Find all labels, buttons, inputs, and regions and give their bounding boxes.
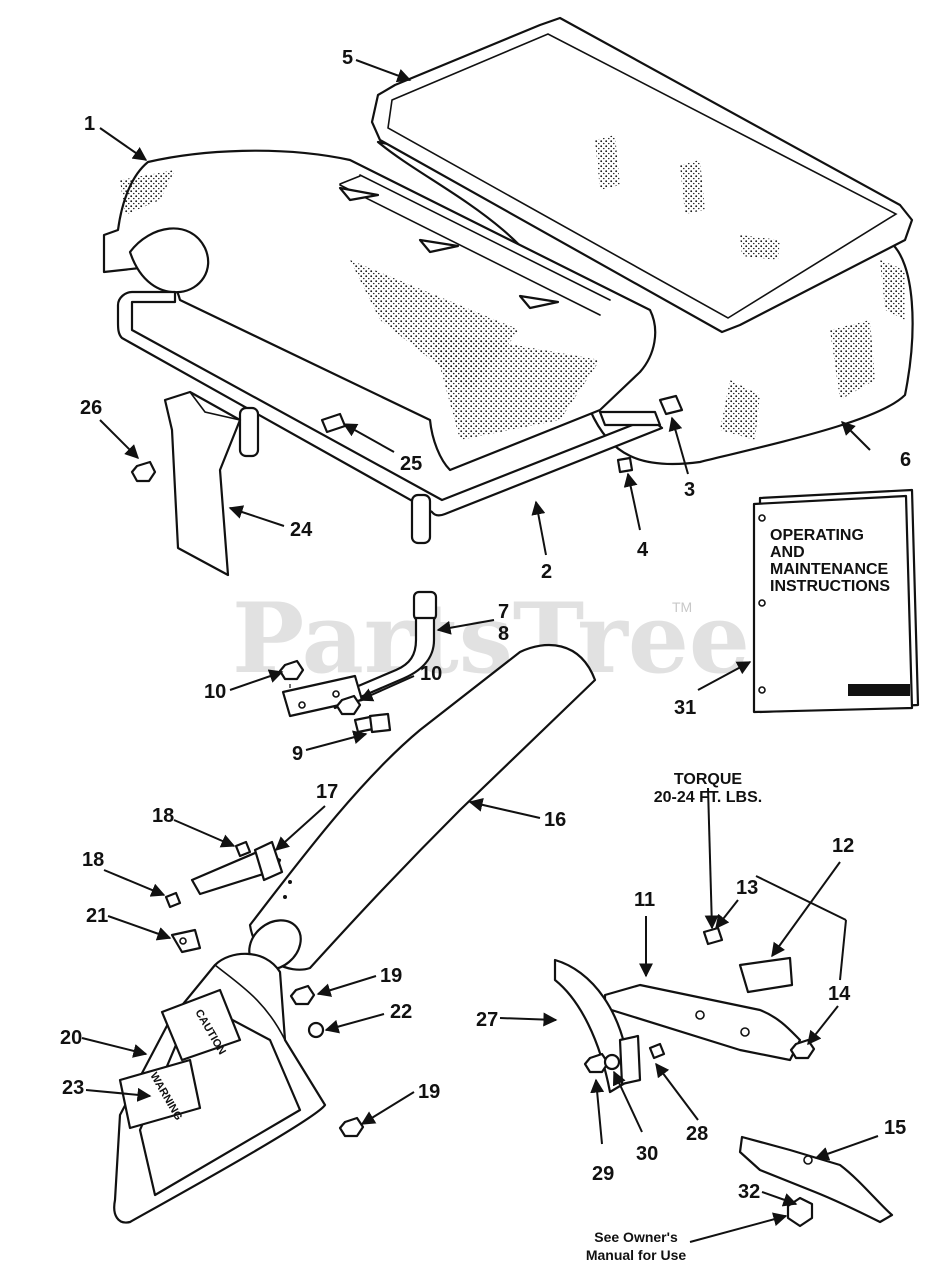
part-5-bag-frame — [370, 16, 914, 334]
callout-4: 4 — [637, 539, 649, 561]
callout-23: 23 — [62, 1077, 84, 1099]
callout-16: 16 — [544, 809, 566, 831]
callout-30: 30 — [636, 1143, 658, 1165]
part-11-blade-bracket — [603, 983, 802, 1062]
callout-12: 12 — [832, 835, 854, 857]
hardware-9-10 — [278, 659, 392, 734]
callout-22: 22 — [390, 1001, 412, 1023]
callout-13: 13 — [736, 877, 758, 899]
owners-note-line-2: Manual for Use — [586, 1247, 687, 1263]
callout-1: 1 — [84, 113, 95, 135]
part-21-clip — [170, 928, 202, 954]
callout-18b: 18 — [82, 849, 104, 871]
callout-14: 14 — [828, 983, 851, 1005]
manual-title-line-2: AND — [770, 544, 805, 561]
part-12-bracket — [738, 956, 794, 994]
callout-6: 6 — [900, 449, 911, 471]
callout-27: 27 — [476, 1009, 498, 1031]
callout-28: 28 — [686, 1123, 708, 1145]
callout-15: 15 — [884, 1117, 906, 1139]
callout-9: 9 — [292, 743, 303, 765]
part-31-manual: OPERATING AND MAINTENANCE INSTRUCTIONS — [752, 488, 920, 714]
hardware-19-22 — [289, 984, 365, 1138]
part-15-blade — [738, 1135, 894, 1224]
callout-31: 31 — [674, 697, 696, 719]
manual-title-line-3: MAINTENANCE — [770, 561, 889, 578]
part-18-screws — [164, 840, 252, 909]
torque-note-line-1: TORQUE — [674, 771, 742, 788]
callout-7: 7 — [498, 601, 509, 623]
part-17-bracket — [190, 840, 292, 899]
callout-8: 8 — [498, 623, 509, 645]
part-24-deflector — [163, 390, 242, 577]
part-2-frame — [116, 290, 664, 545]
leader-lines — [81, 59, 879, 1243]
callout-labels: 1 2 3 4 5 6 7 8 9 10 10 11 12 13 14 15 1… — [60, 47, 911, 1203]
callout-24: 24 — [290, 519, 313, 541]
callout-5: 5 — [342, 47, 353, 69]
part-1-housing — [102, 149, 657, 472]
hardware-13-14-28-29-30 — [583, 926, 816, 1074]
callout-10b: 10 — [420, 663, 442, 685]
manual-title-line-4: INSTRUCTIONS — [770, 578, 890, 595]
callout-11: 11 — [634, 889, 655, 911]
callout-10a: 10 — [204, 681, 226, 703]
callout-18a: 18 — [152, 805, 174, 827]
callout-21: 21 — [86, 905, 108, 927]
callout-29: 29 — [592, 1163, 614, 1185]
manual-logo-bar — [848, 684, 910, 696]
part-16-tube — [248, 643, 597, 971]
callout-17: 17 — [316, 781, 338, 803]
callout-2: 2 — [541, 561, 552, 583]
part-20-chute: CAUTION WARNING — [113, 952, 327, 1224]
callout-20: 20 — [60, 1027, 82, 1049]
callout-19a: 19 — [380, 965, 402, 987]
notes: TORQUE 20-24 FT. LBS. See Owner's Manual… — [586, 771, 762, 1263]
callout-26: 26 — [80, 397, 102, 419]
owners-note-line-1: See Owner's — [594, 1229, 678, 1245]
callout-32: 32 — [738, 1181, 760, 1203]
watermark-tm: TM — [672, 599, 692, 615]
callout-19b: 19 — [418, 1081, 440, 1103]
callout-25: 25 — [400, 453, 422, 475]
hardware-3-4-25-26 — [130, 394, 684, 483]
part-7-8-rod — [281, 590, 438, 718]
torque-note-line-2: 20-24 FT. LBS. — [654, 789, 762, 806]
manual-title-line-1: OPERATING — [770, 527, 864, 544]
callout-3: 3 — [684, 479, 695, 501]
